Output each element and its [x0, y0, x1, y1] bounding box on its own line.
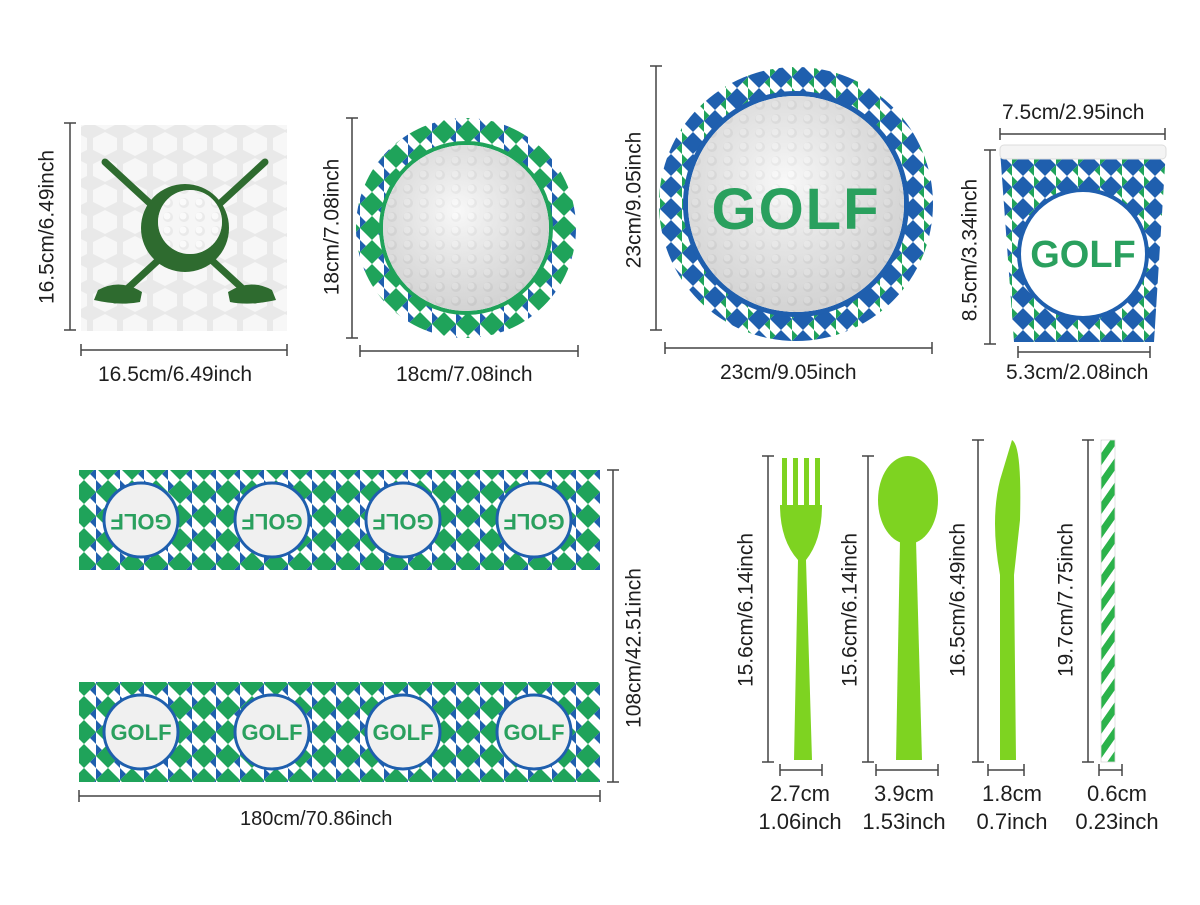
tablecloth-bottom: [79, 682, 600, 782]
spoon-length-label: 15.6cm/6.14inch: [838, 532, 862, 688]
knife-length-label: 16.5cm/6.49inch: [946, 522, 970, 678]
napkin: [81, 125, 287, 331]
large-plate: [659, 67, 933, 341]
knife-width-in: 0.7inch: [976, 809, 1048, 834]
fork-width-in: 1.06inch: [758, 809, 842, 834]
tablecloth-top: [79, 470, 600, 570]
paper-cup: [999, 144, 1167, 342]
small-plate: [356, 118, 576, 338]
small-plate-width-label: 18cm/7.08inch: [396, 363, 533, 386]
cup-top-label: 7.5cm/2.95inch: [1002, 101, 1145, 124]
cup-label: GOLF: [1030, 234, 1136, 276]
straw-width-label: 0.6cm 0.23inch: [1075, 780, 1158, 836]
tablecloth-label: GOLF: [503, 509, 565, 534]
fork-icon: [780, 458, 822, 760]
napkin-width-label: 16.5cm/6.49inch: [98, 363, 253, 386]
cup-height-label: 8.5cm/3.34inch: [958, 178, 982, 322]
napkin-height-label: 16.5cm/6.49inch: [35, 149, 59, 305]
large-plate-height-label: 23cm/9.05inch: [622, 131, 646, 269]
tablecloth-label: GOLF: [110, 509, 172, 534]
tablecloth-width-label: 180cm/70.86inch: [240, 808, 393, 830]
spoon-icon: [878, 456, 938, 760]
large-plate-label: GOLF: [711, 177, 881, 242]
spoon-width-cm: 3.9cm: [874, 781, 934, 806]
tablecloth-height-label: 108cm/42.51inch: [622, 568, 646, 728]
knife-width-label: 1.8cm 0.7inch: [977, 780, 1048, 836]
tablecloth-label: GOLF: [372, 720, 434, 745]
tablecloth-label: GOLF: [241, 720, 303, 745]
spoon-width-in: 1.53inch: [862, 809, 946, 834]
fork-length-label: 15.6cm/6.14inch: [734, 532, 758, 688]
straw-icon: [1100, 439, 1116, 763]
straw-length-label: 19.7cm/7.75inch: [1054, 522, 1078, 678]
cup-bottom-label: 5.3cm/2.08inch: [1006, 361, 1149, 384]
fork-width-cm: 2.7cm: [770, 781, 830, 806]
straw-width-in: 0.23inch: [1075, 809, 1159, 834]
large-plate-width-label: 23cm/9.05inch: [720, 361, 857, 384]
tablecloth-label: GOLF: [241, 509, 303, 534]
spoon-width-label: 3.9cm 1.53inch: [862, 780, 945, 836]
tablecloth-label: GOLF: [503, 720, 565, 745]
knife-width-cm: 1.8cm: [982, 781, 1042, 806]
fork-width-label: 2.7cm 1.06inch: [758, 780, 841, 836]
small-plate-height-label: 18cm/7.08inch: [320, 158, 344, 296]
tablecloth-label: GOLF: [372, 509, 434, 534]
knife-icon: [995, 440, 1021, 760]
straw-width-cm: 0.6cm: [1087, 781, 1147, 806]
tablecloth-label: GOLF: [110, 720, 172, 745]
crossed-clubs-icon: [94, 158, 276, 304]
